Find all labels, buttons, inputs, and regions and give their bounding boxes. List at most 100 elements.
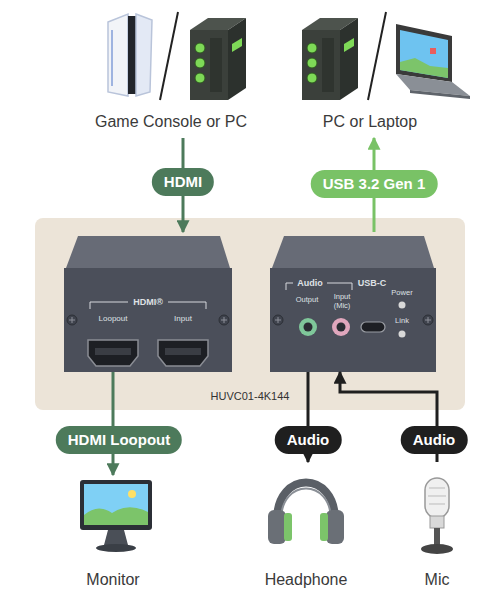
headphone-device: Headphone [252, 462, 362, 593]
device-label: Input [174, 314, 192, 323]
pc-tower-icon [322, 38, 334, 92]
console-icon [111, 30, 113, 86]
microphone-icon [425, 478, 449, 518]
capture-panel: HUVC01-4K144 HDMI® Loopout Input Audio USB-C O… [35, 218, 465, 410]
usb-device [275, 317, 281, 323]
console-icon [108, 14, 152, 96]
hdmi-device [165, 348, 201, 355]
hdmi-side: HDMI® Loopout Input [64, 232, 232, 372]
device-label: Audio [297, 278, 323, 288]
device-label: HUVC01-4K144 [211, 390, 290, 403]
usb-device [273, 315, 283, 325]
hdmi-device [69, 317, 75, 323]
usb-device [304, 323, 313, 332]
mic-device: Mic [405, 462, 469, 593]
pc-tower-icon [302, 30, 340, 100]
signal-pill: Audio [401, 426, 468, 454]
console-icon [128, 16, 136, 94]
microphone-icon [434, 528, 440, 546]
headphone-icon [320, 513, 328, 541]
separator-slash [368, 12, 386, 100]
device-panel [35, 218, 465, 410]
monitor-icon [128, 490, 136, 498]
headphone-icon [326, 510, 344, 544]
monitor-device: Monitor [62, 475, 166, 593]
monitor-icon [80, 480, 152, 552]
headphone-icon [268, 510, 286, 544]
pc-tower-icon [307, 43, 317, 53]
console-icon [136, 14, 152, 96]
usb-device [332, 318, 350, 336]
usb-device [425, 317, 431, 323]
usb-device [270, 268, 436, 372]
device-label: Mic [425, 571, 450, 589]
laptop-icon [400, 30, 448, 78]
device-label: Game Console or PC [95, 113, 247, 131]
microphone-icon [428, 488, 446, 504]
device-label: Headphone [265, 571, 348, 589]
host-device: PC or Laptop [290, 6, 470, 138]
device-label: Power [391, 289, 412, 298]
laptop-icon [410, 90, 470, 99]
hdmi-device [66, 236, 230, 268]
usb-device [272, 236, 434, 268]
usb-device [423, 315, 433, 325]
pc-tower-icon [210, 38, 222, 92]
device-label: Output [296, 296, 319, 305]
monitor-icon [96, 544, 136, 552]
device-label: USB-C [358, 278, 387, 288]
monitor-icon [84, 507, 148, 525]
laptop-icon [430, 48, 436, 54]
headphone-icon [268, 483, 344, 545]
laptop-icon [396, 24, 452, 82]
signal-connector [112, 372, 115, 475]
source-device: Game Console or PC [88, 6, 258, 138]
console-icon [108, 14, 128, 96]
laptop-icon [400, 58, 448, 78]
pc-tower-icon [232, 38, 242, 52]
pc-tower-icon [190, 30, 228, 100]
pc-tower-icon [195, 43, 205, 53]
headphone-icon [284, 513, 292, 541]
separator-slash [160, 12, 178, 100]
usb-device [399, 302, 406, 309]
device-label: HDMI® [133, 297, 163, 307]
signal-pill: HDMI [152, 168, 214, 196]
usb-device [299, 318, 317, 336]
hdmi-device [158, 340, 208, 366]
pc-tower-icon [307, 58, 317, 68]
usb-device [361, 322, 385, 332]
usb-device [399, 331, 406, 338]
usb-device [270, 236, 436, 372]
hdmi-device [221, 317, 227, 323]
monitor-icon [84, 484, 148, 525]
hdmi-device [88, 340, 138, 366]
device-label: Input (Mic) [327, 293, 357, 310]
pc-tower-icon [228, 18, 246, 100]
usb-device [337, 323, 346, 332]
hdmi-device [67, 315, 77, 325]
microphone-icon [430, 516, 444, 528]
device-label: Link [395, 317, 409, 326]
monitor-icon [80, 480, 152, 530]
microphone-icon [421, 478, 453, 554]
pc-tower-icon [195, 58, 205, 68]
device-label: PC or Laptop [323, 113, 417, 131]
usb-side: Audio USB-C Output Input (Mic) PowerLink [270, 232, 436, 372]
pc-tower-icon [190, 18, 246, 100]
hdmi-device [64, 268, 232, 372]
signal-pill: Audio [275, 426, 342, 454]
pc-tower-icon [340, 18, 358, 100]
device-label: Loopout [99, 314, 128, 323]
pc-tower-icon [307, 73, 317, 83]
pc-tower-icon [195, 73, 205, 83]
signal-pill: HDMI Loopout [56, 426, 182, 454]
laptop-icon [396, 24, 470, 99]
microphone-icon [421, 544, 453, 554]
monitor-icon [104, 530, 128, 545]
hdmi-device [64, 236, 232, 372]
